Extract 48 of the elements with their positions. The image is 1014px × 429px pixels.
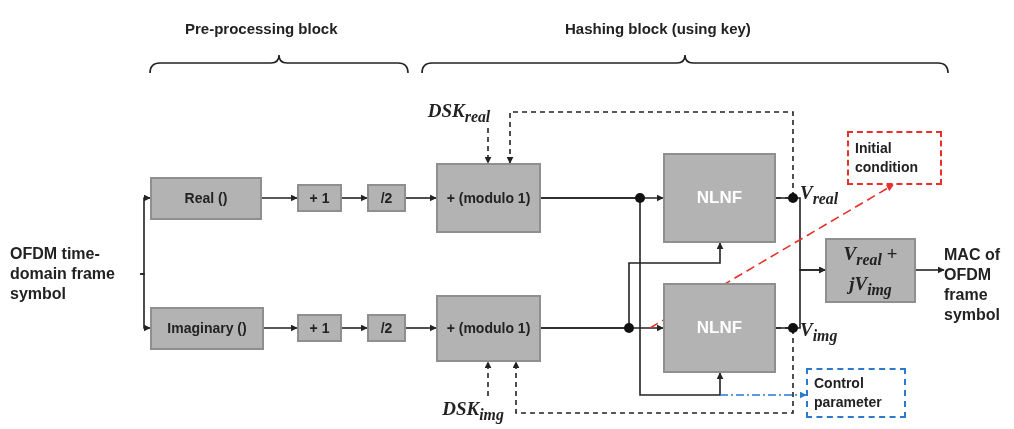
arrow xyxy=(540,197,724,396)
node-text: DSK$_{img}$ xyxy=(442,398,504,424)
arrow xyxy=(139,273,151,332)
node-text: Control parameter xyxy=(814,374,883,412)
arrow xyxy=(775,266,826,329)
node-text: OFDM time-domain frame symbol xyxy=(10,244,116,304)
section-heading: Hashing block (using key) xyxy=(565,20,751,37)
node-text: Initial condition xyxy=(855,139,919,177)
arrow xyxy=(263,324,298,332)
arrow xyxy=(261,194,298,202)
node-text: /2 xyxy=(380,188,393,208)
process-box xyxy=(297,184,342,212)
arrow xyxy=(484,127,492,164)
arrow xyxy=(405,324,437,332)
node-text: Imaginary () xyxy=(167,319,247,338)
node-text: + 1 xyxy=(309,188,330,208)
process-box xyxy=(367,314,406,342)
arrow xyxy=(341,194,368,202)
node-text: + (modulo 1) xyxy=(446,319,531,338)
process-box xyxy=(367,184,406,212)
arrow xyxy=(484,361,492,397)
process-box xyxy=(825,238,916,303)
annotation-box xyxy=(806,368,906,418)
arrow xyxy=(719,391,807,399)
node-text: NLNF xyxy=(696,316,743,339)
signal-label: V$_{real}$ xyxy=(800,182,839,208)
process-box xyxy=(150,307,264,350)
node-text: MAC of OFDM frame symbol xyxy=(944,245,1001,325)
node-text: + 1 xyxy=(309,318,330,338)
section-heading: Pre-processing block xyxy=(185,20,338,37)
annotation-box xyxy=(847,131,942,185)
arrow xyxy=(405,194,437,202)
arrow xyxy=(915,266,945,274)
node-text: NLNF xyxy=(696,186,743,209)
signal-label: V$_{img}$ xyxy=(800,319,838,345)
node-text: V$_{real}$ + jV$_{img}$ xyxy=(842,242,899,300)
process-box xyxy=(663,153,776,243)
arrow xyxy=(341,324,368,332)
process-box xyxy=(663,283,776,373)
node-text: /2 xyxy=(380,318,393,338)
arrow xyxy=(540,242,724,329)
process-box xyxy=(150,177,262,220)
process-box xyxy=(436,295,541,362)
process-box xyxy=(297,314,342,342)
node-text: Real () xyxy=(184,189,228,208)
node-text: DSK$_{real}$ xyxy=(427,100,491,126)
node-text: + (modulo 1) xyxy=(446,188,531,208)
process-box xyxy=(436,163,541,233)
